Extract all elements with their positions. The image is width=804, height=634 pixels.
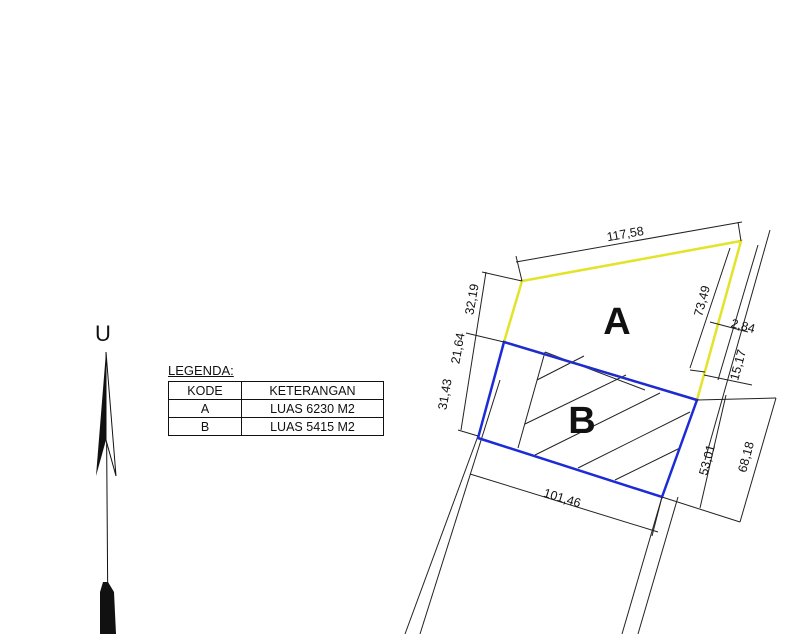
legend-row-a: A LUAS 6230 M2 xyxy=(168,399,384,418)
hatch-5 xyxy=(614,447,681,481)
north-arrow-head-dark xyxy=(96,352,106,476)
dim-right-ext-bottom xyxy=(661,496,741,523)
dim-left-ext-3 xyxy=(457,429,479,437)
dim-top-ext-right xyxy=(737,221,742,242)
dim-small-ext xyxy=(709,321,749,333)
hatch-3 xyxy=(534,392,661,456)
legend-header-code: KODE xyxy=(168,381,242,400)
dim-small-label: 2,84 xyxy=(729,316,756,336)
legend-header-row: KODE KETERANGAN xyxy=(168,381,384,400)
hatch-2 xyxy=(524,374,627,425)
dim-right-total-label: 68,18 xyxy=(735,440,757,474)
legend-table: KODE KETERANGAN A LUAS 6230 M2 B LUAS 54… xyxy=(168,381,384,436)
hatch-1 xyxy=(536,355,585,381)
road-line-ne-1 xyxy=(717,244,759,381)
dim-right-a-ext xyxy=(689,369,706,373)
dim-right-ext-top xyxy=(696,397,777,401)
legend-row-description: LUAS 5415 M2 xyxy=(241,417,384,436)
dim-top-line xyxy=(515,221,743,263)
dim-right-b-line xyxy=(699,394,727,509)
legend-row-b: B LUAS 5415 M2 xyxy=(168,417,384,436)
road-lines xyxy=(404,229,771,634)
road-line-ne-2 xyxy=(704,229,771,461)
hatch-4 xyxy=(577,411,691,469)
dim-left-mid-label: 21,64 xyxy=(448,332,467,365)
dim-left-line xyxy=(460,271,487,431)
legend-row-description: LUAS 6230 M2 xyxy=(241,399,384,418)
north-arrow-tail xyxy=(100,582,116,634)
dim-left-b-label: 31,43 xyxy=(435,378,454,411)
parcel-a-label: A xyxy=(603,301,630,343)
legend-row-code: B xyxy=(168,417,242,436)
road-line-right-outer xyxy=(637,496,679,634)
dim-right-total-line xyxy=(739,397,777,523)
legend: LEGENDA: KODE KETERANGAN A LUAS 6230 M2 … xyxy=(168,363,384,436)
dim-right-mid-ext-1 xyxy=(703,374,753,386)
north-label: U xyxy=(95,321,111,346)
dim-right-b-label: 53,01 xyxy=(696,443,718,477)
road-line-right-inner xyxy=(621,496,663,634)
legend-title: LEGENDA: xyxy=(168,363,234,378)
dim-right-a-label: 73,49 xyxy=(691,284,713,318)
legend-row-code: A xyxy=(168,399,242,418)
dim-left-ext-1 xyxy=(481,271,523,282)
north-arrow-head-light xyxy=(105,351,117,477)
dimension-lines xyxy=(457,221,777,537)
dim-left-a-label: 32,19 xyxy=(462,283,481,316)
dim-bottom-label: 101,46 xyxy=(542,486,583,511)
hatch-outline-left xyxy=(517,351,546,449)
road-line-left-inner xyxy=(419,379,501,634)
parcel-b-label: B xyxy=(568,400,595,442)
dim-bottom-ext-right xyxy=(651,496,663,537)
dim-top-label: 117,58 xyxy=(606,224,645,244)
dim-bottom-line xyxy=(469,473,659,533)
dim-right-a-line xyxy=(689,247,731,369)
dim-left-ext-2 xyxy=(465,332,505,343)
hatched-area xyxy=(517,351,691,481)
dim-right-mid-label: 15,17 xyxy=(727,348,749,382)
road-line-left-outer xyxy=(404,435,479,634)
north-arrow: U xyxy=(95,321,117,634)
dim-top-ext-left xyxy=(515,255,523,282)
legend-header-description: KETERANGAN xyxy=(241,381,384,400)
